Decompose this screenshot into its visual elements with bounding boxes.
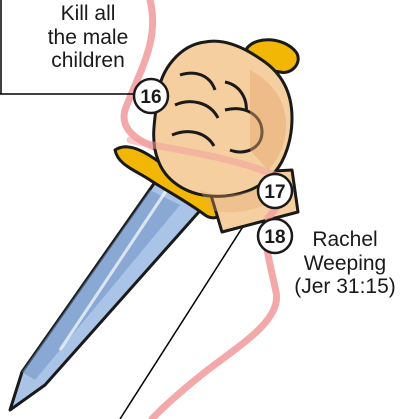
marker-17-label: 17 (264, 182, 285, 203)
pink-path-lower (152, 218, 277, 419)
label-rachel-line-2: Weeping (304, 252, 387, 275)
label-kill-line-2: the male (48, 26, 129, 49)
marker-16: 16 (134, 79, 168, 113)
label-rachel-weeping: Rachel Weeping (Jer 31:15) (282, 228, 404, 299)
marker-17: 17 (258, 174, 292, 208)
label-kill-line-1: Kill all (61, 2, 116, 25)
label-kill-line-3: children (51, 49, 125, 72)
label-rachel-line-1: Rachel (312, 228, 377, 251)
label-kill-male-children: Kill all the male children (28, 2, 148, 73)
label-rachel-line-3: (Jer 31:15) (294, 275, 396, 298)
marker-16-label: 16 (140, 87, 161, 108)
